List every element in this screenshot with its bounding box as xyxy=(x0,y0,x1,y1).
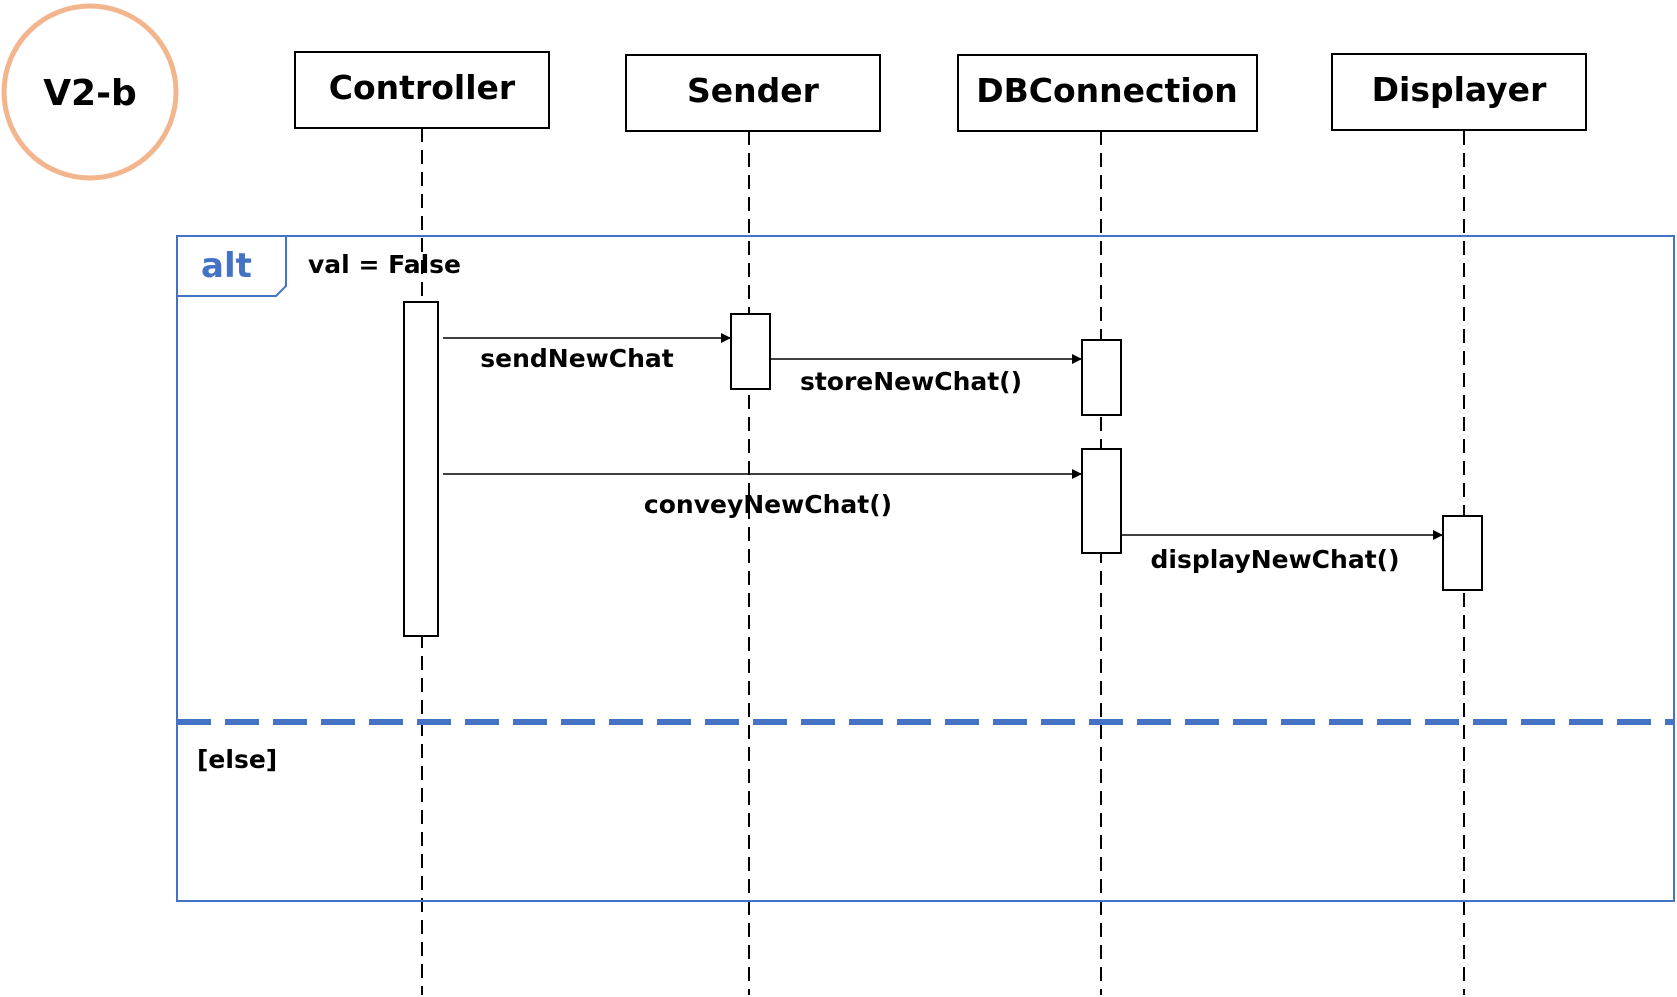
participant-displayer: Displayer xyxy=(1331,53,1587,131)
participant-sender: Sender xyxy=(625,54,881,132)
message-label: conveyNewChat() xyxy=(644,490,892,519)
participant-box xyxy=(625,54,881,132)
activation-dbconnection-convey xyxy=(1081,448,1122,554)
participant-label: Controller xyxy=(329,68,516,107)
message-label: storeNewChat() xyxy=(800,367,1022,396)
activation-controller xyxy=(403,301,439,637)
participant-label: Sender xyxy=(687,71,820,110)
activation-dbconnection-store xyxy=(1081,339,1122,416)
participant-label: Displayer xyxy=(1372,70,1547,109)
activation-sender xyxy=(730,313,771,390)
participant-box xyxy=(957,54,1258,132)
participant-label: DBConnection xyxy=(976,71,1238,110)
message-sendNewChat: sendNewChat xyxy=(443,333,731,373)
activations xyxy=(403,301,1483,637)
message-label: sendNewChat xyxy=(480,344,674,373)
participant-box xyxy=(1331,53,1587,131)
alt-fragment: alt val = False [else] xyxy=(176,235,1675,902)
version-badge-label: V2-b xyxy=(43,73,137,114)
participant-controller: Controller xyxy=(294,51,550,129)
participant-box xyxy=(294,51,550,129)
participant-dbconnection: DBConnection xyxy=(957,54,1258,132)
alt-else-label: [else] xyxy=(197,745,277,774)
message-storeNewChat: storeNewChat() xyxy=(771,354,1082,396)
alt-guard-label: val = False xyxy=(308,250,461,279)
alt-operator-tab xyxy=(177,236,287,297)
version-badge-circle xyxy=(1,3,179,181)
message-conveyNewChat: conveyNewChat() xyxy=(443,469,1082,519)
activation-displayer xyxy=(1442,515,1483,591)
version-badge: V2-b xyxy=(1,3,179,181)
alt-frame-border xyxy=(176,235,1675,902)
message-label: displayNewChat() xyxy=(1151,545,1400,574)
alt-operator-label: alt xyxy=(201,246,252,286)
message-displayNewChat: displayNewChat() xyxy=(1122,530,1443,574)
